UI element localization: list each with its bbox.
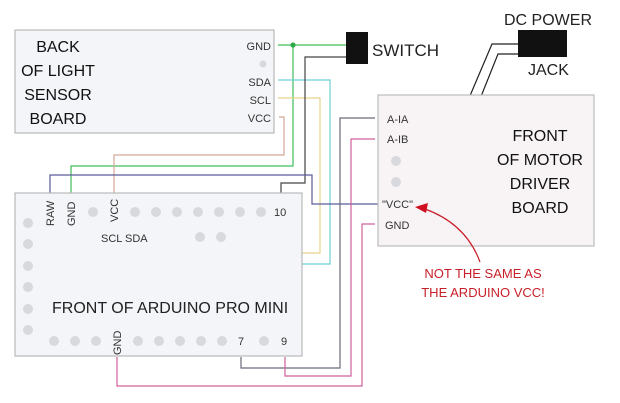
arduino-pin-scl: SCL xyxy=(101,233,122,245)
annotation-line-1: NOT THE SAME AS xyxy=(424,266,542,281)
arduino-pin-raw: RAW xyxy=(45,200,57,226)
dc-jack-label-bottom: JACK xyxy=(528,62,569,79)
light-sensor-board xyxy=(14,29,275,134)
wire-gnd-arduino xyxy=(70,45,294,193)
arduino-pin-gnd-bottom: GND xyxy=(112,331,124,356)
switch-block xyxy=(346,32,368,64)
arduino-pin-10: 10 xyxy=(274,207,286,219)
motor-pin-a-ia: A-IA xyxy=(387,114,409,126)
arduino-bottom-pins xyxy=(49,336,269,346)
dc-jack-label-top: DC POWER xyxy=(504,12,592,29)
junction-dot xyxy=(290,42,296,48)
motor-pin-a-ib: A-IB xyxy=(387,134,408,146)
wire-motor-gnd xyxy=(116,223,375,387)
switch-label: SWITCH xyxy=(372,41,439,60)
motor-pin-gnd: GND xyxy=(385,220,410,232)
arduino-left-pins xyxy=(23,218,33,335)
arduino-pin-gnd-top: GND xyxy=(66,202,78,227)
motor-title-1: FRONT xyxy=(512,128,567,145)
annotation-arrowhead xyxy=(415,203,428,213)
light-sensor-title-2: OF LIGHT xyxy=(21,63,95,80)
sensor-pin-vcc: VCC xyxy=(248,113,271,125)
annotation-arrow-line xyxy=(424,208,481,263)
arduino-pin-7: 7 xyxy=(238,336,244,348)
sensor-pin-scl: SCL xyxy=(250,95,271,107)
wire-a-ia xyxy=(240,117,375,369)
motor-driver-board xyxy=(377,94,595,247)
arduino-pin-sda: SDA xyxy=(125,233,148,245)
motor-pin-vcc: "VCC" xyxy=(382,199,413,211)
annotation-line-2: THE ARDUINO VCC! xyxy=(421,285,545,300)
arduino-board xyxy=(14,192,303,357)
light-sensor-title-1: BACK xyxy=(36,39,80,56)
motor-title-2: OF MOTOR xyxy=(497,152,583,169)
dc-jack-block xyxy=(518,30,567,57)
wire-switch-raw xyxy=(280,56,346,193)
arduino-pin-vcc: VCC xyxy=(109,199,121,222)
wire-raw-motor-vcc xyxy=(49,174,378,205)
arduino-pin-9: 9 xyxy=(281,336,287,348)
motor-pin-dot xyxy=(391,156,401,166)
motor-title-3: DRIVER xyxy=(510,176,570,193)
arduino-top-pins xyxy=(88,207,266,242)
light-sensor-title-3: SENSOR xyxy=(24,87,92,104)
motor-title-4: BOARD xyxy=(512,200,569,217)
motor-pin-dot xyxy=(391,177,401,187)
light-sensor-title-4: BOARD xyxy=(30,111,87,128)
arduino-title: FRONT OF ARDUINO PRO MINI xyxy=(52,300,288,317)
sensor-pin-sda: SDA xyxy=(248,77,271,89)
wire-a-ib xyxy=(284,138,375,377)
wire-vcc xyxy=(113,116,285,193)
sensor-pin-gnd: GND xyxy=(247,41,272,53)
sensor-pin-dot xyxy=(259,60,267,68)
